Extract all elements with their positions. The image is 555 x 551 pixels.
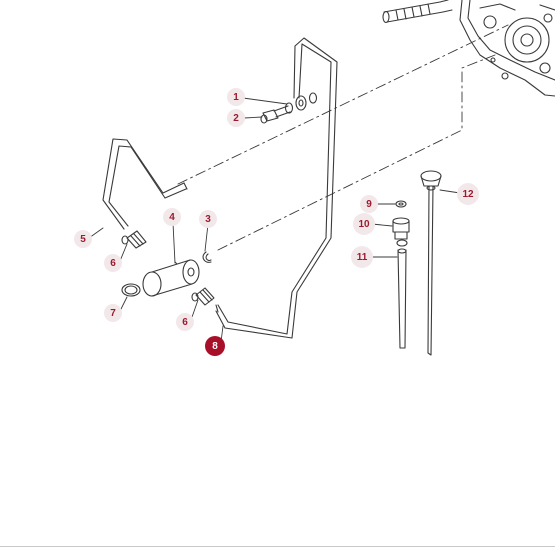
callout-label: 12 (462, 189, 474, 200)
callout-c12[interactable]: 12 (457, 183, 479, 205)
callout-c5[interactable]: 5 (74, 230, 92, 248)
callout-badge[interactable] (74, 230, 92, 248)
callout-badge[interactable] (360, 195, 378, 213)
callout-label: 9 (366, 199, 372, 210)
o-ring (121, 283, 141, 297)
callout-label: 11 (357, 252, 368, 263)
callout-badge[interactable] (351, 246, 373, 268)
callout-label: 5 (80, 234, 86, 245)
callout-label: 6 (110, 258, 116, 269)
dipstick (420, 170, 442, 356)
callout-badge[interactable] (176, 313, 194, 331)
callout-badge[interactable] (199, 210, 217, 228)
callout-badge[interactable] (205, 336, 225, 356)
callout-label: 7 (110, 308, 116, 319)
callout-badge[interactable] (163, 208, 181, 226)
callout-c6b[interactable]: 6 (176, 313, 194, 331)
callout-c11[interactable]: 11 (351, 246, 373, 268)
callout-label: 1 (233, 92, 239, 103)
callout-c3[interactable]: 3 (199, 210, 217, 228)
callout-label: 4 (169, 212, 175, 223)
callout-badge[interactable] (457, 183, 479, 205)
tube-adapter (392, 217, 410, 240)
callout-badge[interactable] (227, 88, 245, 106)
callout-c2[interactable]: 2 (227, 109, 245, 127)
callout-c7[interactable]: 7 (104, 304, 122, 322)
fitting-upper (121, 230, 147, 249)
callout-badge[interactable] (104, 304, 122, 322)
callout-label: 8 (212, 341, 218, 352)
callout-c1[interactable]: 1 (227, 88, 245, 106)
bottom-divider (0, 546, 555, 547)
filter-canister (142, 259, 200, 297)
callout-label: 2 (233, 113, 239, 124)
callout-c9[interactable]: 9 (360, 195, 378, 213)
washer (395, 200, 407, 208)
oil-line-long (215, 37, 338, 339)
callout-badge[interactable] (227, 109, 245, 127)
reference-lines (177, 24, 509, 251)
callout-badge[interactable] (104, 254, 122, 272)
engine-block (459, 0, 555, 97)
callout-c8[interactable]: 8 (205, 336, 225, 356)
banjo-fitting (260, 92, 318, 124)
callout-c4[interactable]: 4 (163, 208, 181, 226)
callout-label: 10 (358, 219, 370, 230)
callout-badge[interactable] (353, 213, 375, 235)
fill-tube (396, 239, 408, 349)
leader-lines (88, 97, 461, 343)
callout-label: 6 (182, 317, 188, 328)
fitting-lower (191, 287, 215, 306)
callout-c6a[interactable]: 6 (104, 254, 122, 272)
callout-label: 3 (205, 214, 211, 225)
retaining-clip (202, 251, 212, 263)
splined-shaft (382, 0, 453, 24)
callout-c10[interactable]: 10 (353, 213, 375, 235)
oil-line-short (102, 138, 188, 230)
